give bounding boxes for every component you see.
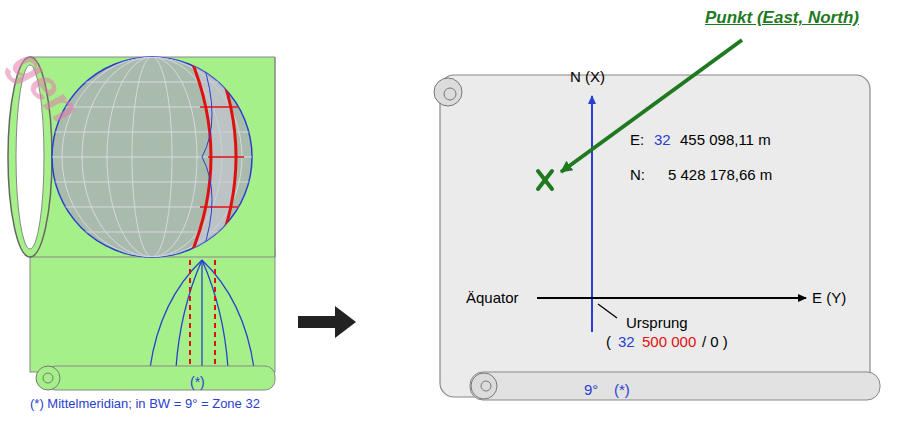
caption-note: (*) Mittelmeridian; in BW = 9° = Zone 32: [30, 397, 260, 412]
false-easting: 500 000: [642, 333, 696, 350]
zone-number: 32: [618, 333, 635, 350]
origin-label: Ursprung: [626, 314, 688, 331]
zone-number: 32: [654, 131, 671, 148]
coordinate-key: N:: [630, 166, 645, 183]
coordinate-key: E:: [630, 131, 644, 148]
origin-bracket: (: [606, 333, 611, 350]
meridian-degree: 9°: [584, 381, 598, 398]
axis-label: Äquator: [466, 289, 519, 306]
northing-value: 5 428 178,66 m: [668, 166, 772, 183]
axis-label: N (X): [570, 68, 605, 85]
point-label: Punkt (East, North): [705, 8, 859, 28]
meridian-marker: (*): [190, 374, 205, 390]
meridian-marker: (*): [614, 381, 630, 398]
axis-label: E (Y): [812, 289, 846, 306]
origin-value: / 0 ): [702, 333, 728, 350]
easting-value: 455 098,11 m: [680, 131, 771, 148]
